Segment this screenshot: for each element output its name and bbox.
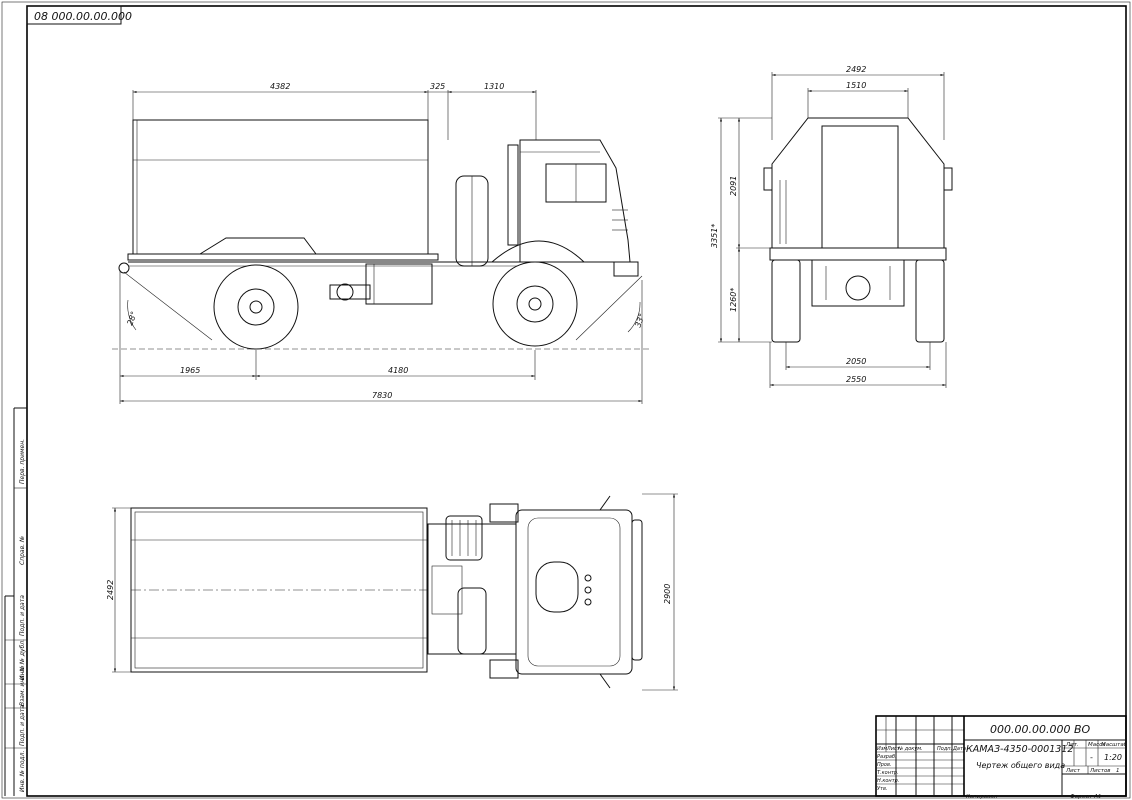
dim-wheelbase: 4180 — [388, 366, 408, 375]
tb-subtitle: Чертеж общего вида — [976, 761, 1065, 770]
side-cargo-body — [132, 119, 429, 255]
dim-cab-part: 1310 — [484, 82, 504, 91]
side-cab — [519, 139, 631, 263]
tb-mass-label: Масса — [1088, 742, 1106, 748]
rear-view: 2492 1510 3351* 2091 1260* 2050 2550 — [710, 65, 953, 388]
top-left-stamp: 08 000.00.00.000 — [26, 5, 132, 25]
tb-header-2: № докум. — [897, 746, 923, 752]
dim-rear-body-width: 2492 — [846, 65, 866, 74]
dim-body-length: 4382 — [270, 82, 290, 91]
strip-label-6: Инв. № подл. — [19, 751, 26, 792]
dim-rear-door-width: 1510 — [846, 81, 866, 90]
tb-lit-label: Лит. — [1065, 742, 1079, 748]
dim-rear-overall-width: 2550 — [846, 375, 866, 384]
tb-mass-value: - — [1090, 753, 1093, 762]
tb-role-0: Разраб. — [877, 754, 897, 760]
dim-rear-body-height: 2091 — [729, 176, 738, 196]
tb-name: КАМАЗ-4350-0001312 — [966, 744, 1073, 755]
dim-top-body-width: 2492 — [106, 580, 115, 600]
dim-gap: 325 — [430, 82, 445, 91]
tb-role-3: Н.контр. — [877, 778, 899, 784]
dim-front-overhang: 1965 — [180, 366, 200, 375]
stamp-code: 08 000.00.00.000 — [34, 10, 132, 23]
tb-header-3: Подп. — [937, 746, 952, 752]
dim-rear-track: 2050 — [846, 357, 866, 366]
tb-sheets-label: Листов — [1089, 768, 1111, 774]
tb-header-4: Дата — [952, 746, 966, 752]
dim-rear-floor-height: 1260* — [729, 288, 738, 312]
strip-label-0: Перв. примен. — [19, 439, 26, 484]
tb-scale-label: Масштаб — [1101, 742, 1128, 748]
dim-overall-length: 7830 — [372, 391, 392, 400]
inner-frame — [26, 5, 1127, 797]
rear-wheel — [213, 264, 299, 350]
side-view: 28° 33° 4382 325 1310 1965 4180 7830 — [112, 82, 650, 404]
top-view: 2492 2900 — [106, 493, 678, 691]
tb-copied: Копировал — [966, 794, 998, 800]
left-strip: Перв. примен. Справ. № Подп. и дата Инв.… — [4, 407, 27, 796]
strip-label-3: Инв. № дубл. — [19, 639, 26, 680]
tb-role-2: Т.контр. — [877, 770, 899, 776]
dim-rear-overall-height: 3351* — [710, 224, 719, 248]
rear-body-outline — [771, 117, 945, 249]
strip-label-5: Подп. и дата — [19, 705, 26, 746]
tb-role-4: Утв. — [877, 786, 888, 792]
strip-label-4: Взам. инв. № — [19, 665, 26, 706]
rear-angle-label: 28° — [125, 310, 138, 326]
tb-sheet-label: Лист — [1065, 768, 1081, 774]
strip-label-2: Подп. и дата — [19, 595, 26, 636]
title-block: 000.00.00.000 ВО КАМАЗ-4350-0001312 Черт… — [875, 715, 1128, 800]
tb-header-1: Лист — [886, 746, 901, 752]
tb-format: Формат А1 — [1070, 794, 1101, 800]
tb-header-0: Изм — [877, 746, 887, 752]
dim-top-overall-width: 2900 — [663, 584, 672, 604]
tb-designation: 000.00.00.000 ВО — [990, 723, 1091, 736]
strip-label-1: Справ. № — [19, 536, 26, 565]
tb-scale-value: 1:20 — [1104, 753, 1122, 762]
front-angle-label: 33° — [633, 312, 646, 328]
top-cab — [515, 509, 633, 675]
front-wheel — [492, 261, 578, 347]
tb-role-1: Пров. — [877, 762, 892, 768]
tb-sheets-value: 1 — [1116, 768, 1120, 774]
